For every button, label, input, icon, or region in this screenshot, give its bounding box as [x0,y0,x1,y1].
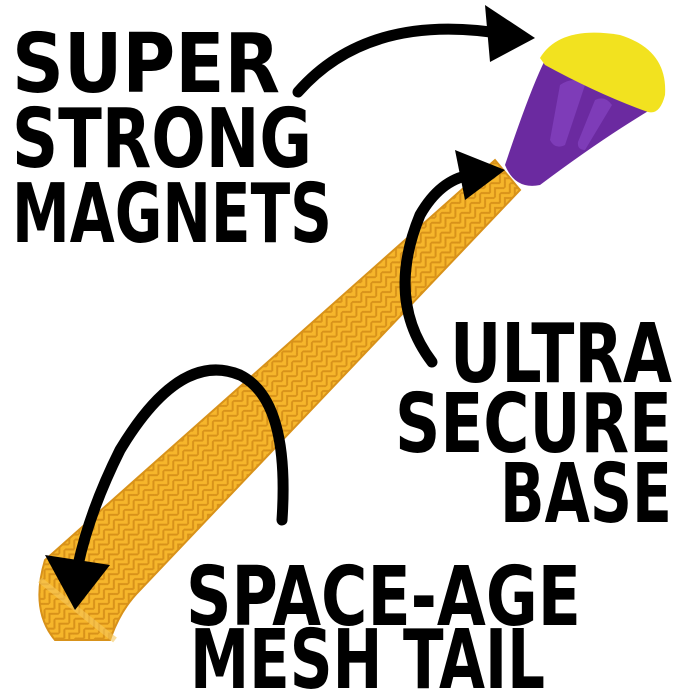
callout-base-line: ULTRA [450,307,672,402]
callout-tail-line: SPACE-AGE [186,550,581,645]
arrow-to-magnets [292,5,535,98]
callout-tail-line: MESH TAIL [190,613,545,690]
callout-magnets: SUPER STRONG MAGNETS [12,17,332,262]
callout-base-line: BASE [500,447,672,542]
callout-magnets-line: STRONG [12,92,312,187]
callout-magnets-line: MAGNETS [12,167,332,262]
magnet-base [505,32,666,186]
callout-base: ULTRA SECURE BASE [395,307,672,542]
callout-magnets-line: SUPER [12,17,280,112]
arrow-to-base [399,150,505,368]
callout-base-line: SECURE [395,377,672,472]
callout-tail: SPACE-AGE MESH TAIL [186,550,581,690]
arrow-to-tail [45,364,289,610]
